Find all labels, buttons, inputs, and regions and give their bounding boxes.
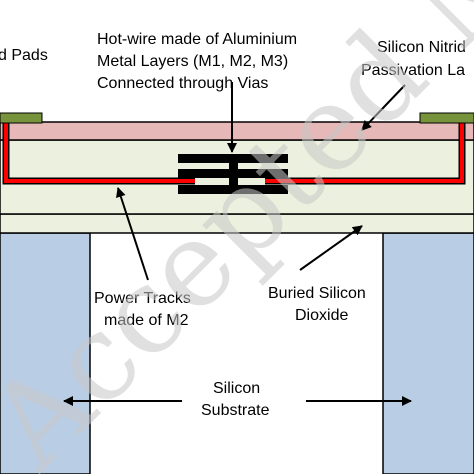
label-nitride-line2: Passivation La [361, 62, 465, 79]
via-stack [229, 154, 238, 194]
label-hotwire-line1: Hot-wire made of Aluminium [97, 31, 297, 48]
arrow-power-tracks [116, 187, 149, 281]
arrow-buried-oxide [299, 225, 363, 271]
label-buried-line2: Dioxide [295, 307, 348, 324]
arrow-nitride [361, 84, 406, 131]
label-power-line2: made of M2 [104, 312, 189, 329]
label-hotwire-line3: Connected through Vias [97, 75, 268, 92]
label-pads: d Pads [0, 47, 48, 64]
nitride-passivation-layer [0, 121, 474, 141]
label-hotwire-line2: Metal Layers (M1, M2, M3) [97, 53, 288, 70]
substrate-right [382, 232, 474, 474]
label-buried-line1: Buried Silicon [268, 285, 366, 302]
power-track-left-fill [4, 118, 195, 183]
label-substrate-line2: Substrate [201, 402, 270, 419]
bond-pad-right [419, 112, 474, 124]
substrate-left [0, 232, 91, 474]
power-track-right-fill [265, 118, 464, 183]
label-substrate-line1: Silicon [213, 380, 260, 397]
label-power-line1: Power Tracks [94, 290, 191, 307]
bond-pad-left [0, 112, 43, 124]
label-nitride-line1: Silicon Nitrid [377, 39, 466, 56]
